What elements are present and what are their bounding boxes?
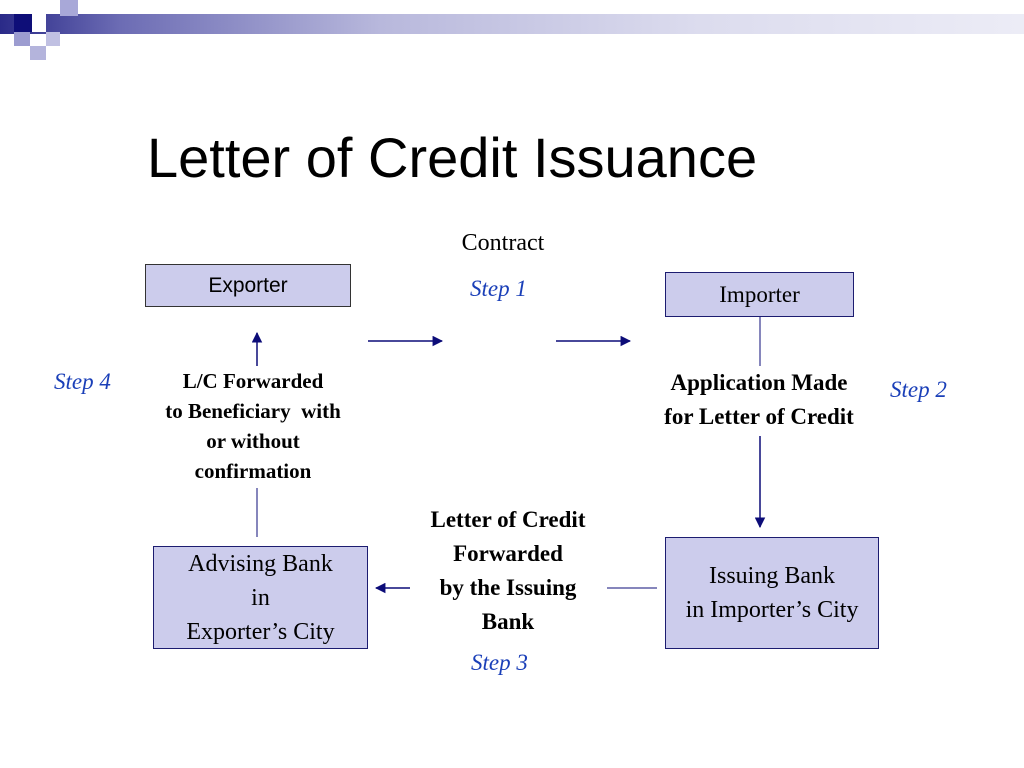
lc-forwarded-line: or without [206,429,300,453]
header-square-light [30,46,46,60]
lc-issuing-line: Forwarded [453,541,563,566]
importer-label: Importer [719,281,800,307]
advising-bank-line: in [251,584,270,611]
issuing-bank-line: Issuing Bank [709,563,835,589]
header-square-light [46,0,60,14]
lc-forwarded-line: confirmation [194,459,312,483]
header-gradient-bar [0,14,1024,34]
contract-label: Contract [461,230,545,256]
importer-box: Importer [665,272,854,317]
slide-title: Letter of Credit Issuance [147,126,758,189]
lc-forwarded-label: L/C Forwarded to Beneficiary with or wit… [137,366,369,486]
header-square-white [32,14,46,32]
application-line: for Letter of Credit [664,404,854,429]
lc-issuing-label: Letter of Credit Forwarded by the Issuin… [405,503,611,639]
lc-forwarded-line: L/C Forwarded [182,369,324,393]
header-square-dark [14,14,32,32]
lc-forwarded-line: to Beneficiary with [165,399,341,423]
step-2-label: Step 2 [890,377,947,402]
lc-issuing-line: Letter of Credit [430,507,586,532]
advising-bank-box: Advising Bank in Exporter’s City [153,546,368,649]
issuing-bank-line: in Importer’s City [685,597,859,623]
advising-bank-line: Advising Bank [188,550,333,577]
issuing-bank-box: Issuing Bank in Importer’s City [665,537,879,649]
header-square-light [60,0,78,16]
exporter-box: Exporter [145,264,351,307]
application-line: Application Made [670,370,848,395]
step-3-label: Step 3 [471,650,528,675]
step-4-label: Step 4 [54,369,111,394]
header-square-light [46,32,60,46]
lc-issuing-line: Bank [481,609,535,634]
lc-issuing-line: by the Issuing [439,575,577,600]
application-label: Application Made for Letter of Credit [633,366,885,434]
header-square-light [14,32,30,46]
advising-bank-line: Exporter’s City [186,618,335,645]
exporter-label: Exporter [208,273,288,297]
step-1-label: Step 1 [470,276,527,301]
